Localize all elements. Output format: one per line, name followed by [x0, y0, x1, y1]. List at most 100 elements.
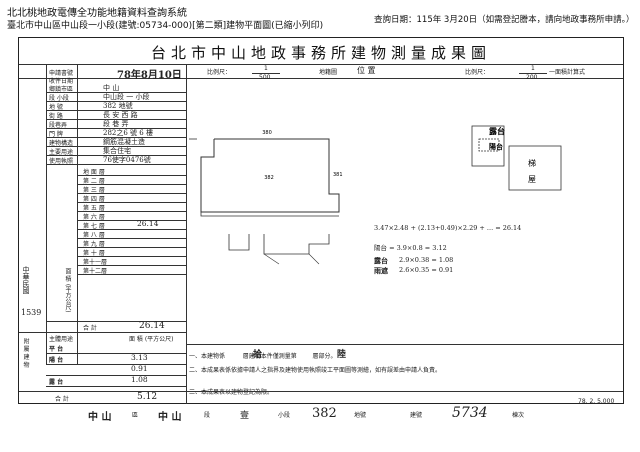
- sketch-tick-b: [308, 253, 320, 265]
- location-value: 位 置: [357, 66, 376, 75]
- sketch-box-2: [263, 234, 330, 255]
- footer-subsection-value: 壹: [240, 411, 250, 421]
- floor-label: 第十一層: [83, 259, 108, 266]
- ratio-denominator: 200: [526, 74, 538, 81]
- scale-denominator: 500: [259, 74, 271, 81]
- sketch-roof-label: 露台: [489, 126, 505, 136]
- note-1: 一、本建物係 層建物本件僅測量第 層部分。: [189, 353, 337, 360]
- footer-parcel-no: 382: [312, 406, 337, 421]
- floor-divider: [77, 202, 186, 203]
- dim-mid: 382: [264, 175, 274, 181]
- receive-date: 78年8月10日: [117, 70, 182, 81]
- annex-row-value: 0.91: [131, 364, 148, 373]
- info-row-value: 集合住宅: [103, 147, 131, 155]
- total-value: 26.14: [139, 321, 165, 331]
- scale-label: 比例尺：: [207, 69, 232, 76]
- info-row-label: 使用執照: [49, 158, 74, 165]
- annex-row-label: 平 台: [49, 346, 64, 353]
- annex-total-value: 5.12: [137, 392, 158, 402]
- sketch-room-box: [508, 145, 562, 191]
- dim-right: 381: [333, 172, 343, 178]
- calc-line-1: 3.47×2.48 + (2.13+0.49)×2.29 + ... = 26.…: [374, 224, 522, 232]
- info-row-label: 街 路: [49, 113, 63, 120]
- receive-label: 收件日期: [49, 78, 74, 85]
- floor-divider: [77, 211, 186, 212]
- floor-divider: [77, 256, 186, 257]
- info-row-label: 地 號: [49, 104, 63, 111]
- row-divider: [46, 146, 186, 147]
- plan-outline: [200, 138, 340, 213]
- calc-line-4: 2.6×0.35 = 0.91: [399, 266, 454, 274]
- footer-parcel-suffix: 地號: [354, 412, 367, 419]
- info-row-label: 段 小段: [49, 95, 69, 102]
- footer-subsection-suffix: 小段: [278, 412, 291, 419]
- note-1-part-value: 陸: [337, 350, 347, 360]
- footer-district-suffix: 區: [132, 412, 139, 419]
- annex-area-header: 面 積 (平方公尺): [129, 336, 174, 343]
- floor-label: 第 六 層: [83, 214, 105, 221]
- annex-row-label: 露 台: [49, 379, 64, 386]
- sketch-stair-label: 梯: [528, 158, 536, 168]
- footer-building-no: 5734: [452, 405, 488, 421]
- info-row-value: 76使字0476號: [103, 156, 151, 164]
- floor-label: 第十二層: [83, 268, 108, 275]
- annex-use-label: 主體用途: [49, 336, 74, 343]
- row-divider: [46, 92, 186, 93]
- info-row-value: 段 巷 弄: [103, 120, 129, 128]
- info-row-value: 282之6 號 6 樓: [103, 129, 153, 137]
- floor-divider: [77, 247, 186, 248]
- calc-line-3: 2.9×0.38 = 1.08: [399, 256, 454, 264]
- footer-building-label: 建號: [410, 412, 423, 419]
- sketch-box-1: [228, 234, 250, 251]
- annex-label: 附 屬 建 物: [22, 338, 29, 368]
- row-divider: [46, 101, 186, 102]
- note-3: 三、本成果表以建物登記為限。: [189, 389, 274, 396]
- annex-divider: [46, 364, 186, 365]
- floor-divider: [77, 175, 186, 176]
- info-row-label: 段巷弄: [49, 122, 68, 129]
- info-row-label: 門 牌: [49, 131, 63, 138]
- info-row-label: 鄉鎮市區: [49, 86, 74, 93]
- sketch-balcony-label: 陽台: [489, 142, 503, 151]
- record-path: 臺北市中山區中山段一小段(建號:05734-000)[第二類]建物平面圖(已縮小…: [7, 21, 324, 31]
- row-divider: [46, 110, 186, 111]
- print-stamp: 78. 2. 5,000: [578, 398, 615, 405]
- note-1-floor-value: 拾: [253, 350, 263, 360]
- floor-label: 第 九 層: [83, 241, 105, 248]
- floor-label: 第 七 層: [83, 223, 105, 230]
- info-row-value: 中山段 一 小段: [103, 93, 150, 101]
- sketch-roof-box: [471, 125, 505, 167]
- floor-area-value: 26.14: [137, 219, 159, 228]
- info-row-value: 鋼筋混凝土造: [103, 138, 145, 146]
- left-margin-number: 1539: [21, 308, 42, 317]
- form-title: 台北市中山地政事務所建物測量成果圖: [150, 44, 491, 62]
- footer-district: 中 山: [88, 412, 112, 423]
- annex-divider: [46, 353, 186, 354]
- scale-value: 1: [264, 65, 268, 72]
- annex-row-value: 3.13: [131, 353, 148, 362]
- calc-line-3-label: 露台: [374, 256, 388, 265]
- row-divider: [46, 164, 186, 165]
- floor-label: 第 二 層: [83, 178, 105, 185]
- footer-section-suffix: 段: [204, 412, 211, 419]
- total-label: 合 計: [83, 325, 97, 332]
- row-divider: [46, 128, 186, 129]
- floor-divider: [77, 229, 186, 230]
- ratio-label: 比例尺：: [465, 69, 490, 76]
- floor-plan-label: 一面積計算式: [549, 69, 586, 76]
- floor-label: 地 面 層: [83, 169, 105, 176]
- floor-divider: [77, 265, 186, 266]
- footer-section: 中 山: [158, 412, 182, 423]
- sketch-tick-a: [263, 253, 280, 265]
- floor-divider: [77, 274, 186, 275]
- info-row-value: 中 山: [103, 84, 120, 92]
- info-row-value: 382 地號: [103, 102, 133, 110]
- row-divider: [46, 137, 186, 138]
- floor-divider: [77, 220, 186, 221]
- ratio-value: 1: [531, 65, 535, 72]
- floor-label: 第 四 層: [83, 196, 105, 203]
- floor-plan-drawing: 380 382 381 露台 陽台 梯 屋: [189, 125, 562, 265]
- floor-label: 第 三 層: [83, 187, 105, 194]
- floor-label: 第 八 層: [83, 232, 105, 239]
- annex-total-label: 合 計: [55, 396, 69, 403]
